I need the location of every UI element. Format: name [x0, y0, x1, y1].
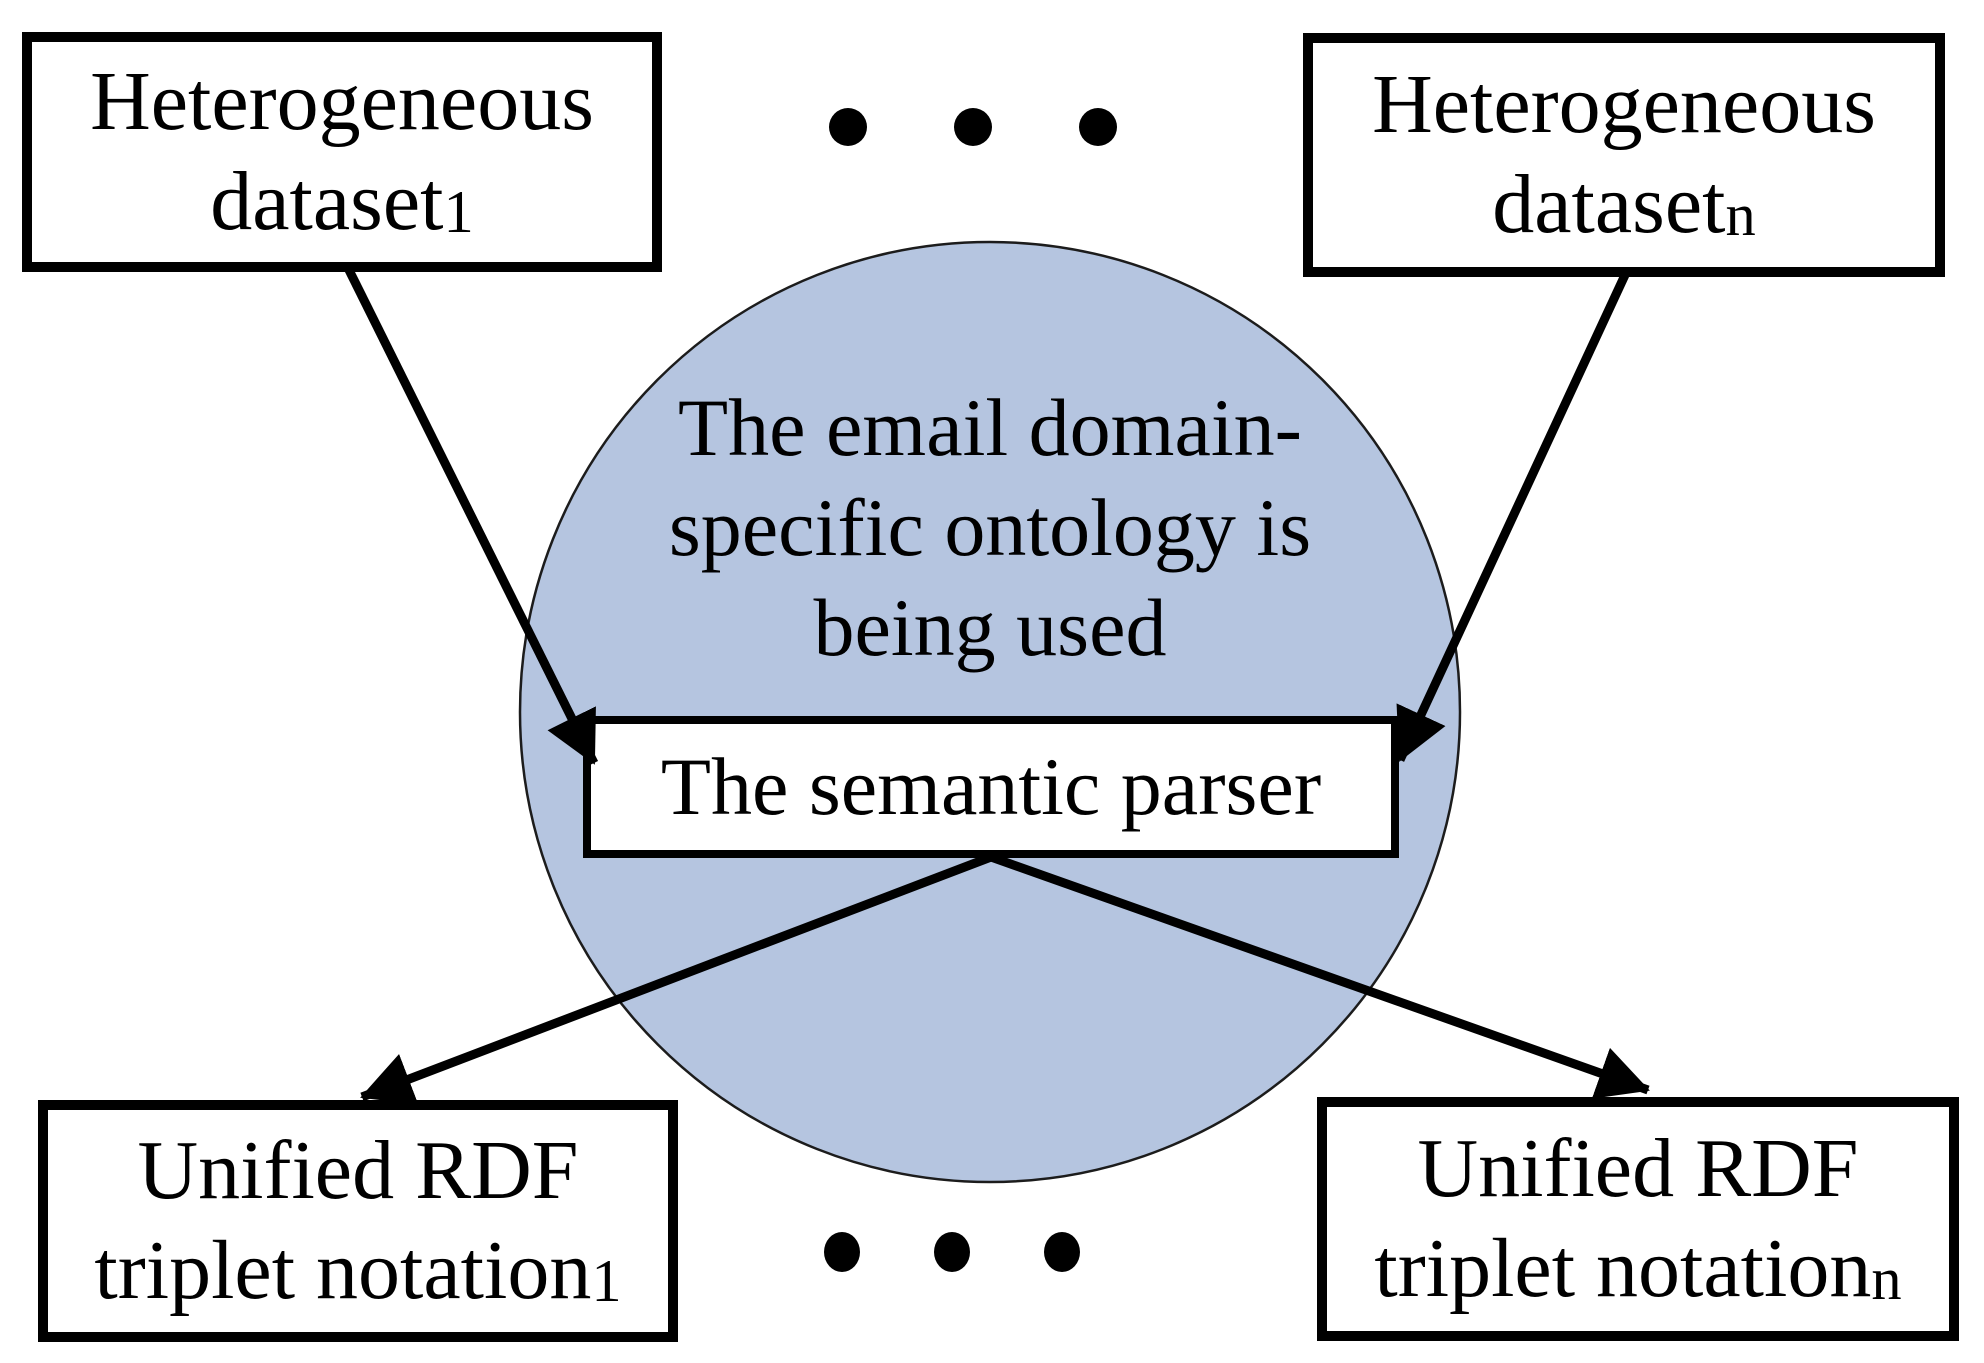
subscript-index: n: [1725, 182, 1756, 250]
ellipsis-dots-bottom: [824, 1232, 1080, 1272]
dot-icon: [954, 108, 992, 146]
subscript-index: 1: [443, 179, 474, 247]
ontology-label-line1: The email domain-: [678, 382, 1302, 473]
box-heterogeneous-dataset-n: Heterogeneous datasetn: [1303, 33, 1945, 277]
box-label-line1: Unified RDF: [1417, 1122, 1859, 1215]
dot-icon: [1079, 108, 1117, 146]
subscript-index: n: [1871, 1246, 1902, 1314]
ellipsis-dots-top: [829, 108, 1117, 146]
box-semantic-parser: The semantic parser: [583, 716, 1399, 858]
box-heterogeneous-dataset-1: Heterogeneous dataset1: [22, 32, 662, 272]
ontology-circle-label: The email domain- specific ontology is b…: [520, 378, 1460, 678]
box-label-line2: datasetn: [1492, 158, 1756, 251]
dot-icon: [1044, 1232, 1080, 1272]
box-label-line1: Unified RDF: [137, 1124, 579, 1217]
dot-icon: [934, 1232, 970, 1272]
box-label-line2: triplet notationn: [1374, 1222, 1902, 1315]
subscript-index: 1: [591, 1248, 622, 1316]
box-label-line2: dataset1: [210, 155, 474, 248]
arrow-parser-to-notation1: [360, 852, 993, 1105]
dot-icon: [829, 108, 867, 146]
dot-icon: [824, 1232, 860, 1272]
ontology-label-line3: being used: [813, 582, 1167, 673]
ontology-label-line2: specific ontology is: [668, 482, 1312, 573]
box-label-line1: Heterogeneous: [1372, 58, 1876, 151]
box-label-line1: Heterogeneous: [90, 55, 594, 148]
box-unified-rdf-notation-1: Unified RDF triplet notation1: [38, 1100, 678, 1342]
arrow-parser-to-notationn: [989, 852, 1650, 1099]
semantic-parser-label: The semantic parser: [660, 741, 1322, 832]
box-label-line2: triplet notation1: [94, 1224, 622, 1317]
box-unified-rdf-notation-n: Unified RDF triplet notationn: [1317, 1097, 1959, 1341]
